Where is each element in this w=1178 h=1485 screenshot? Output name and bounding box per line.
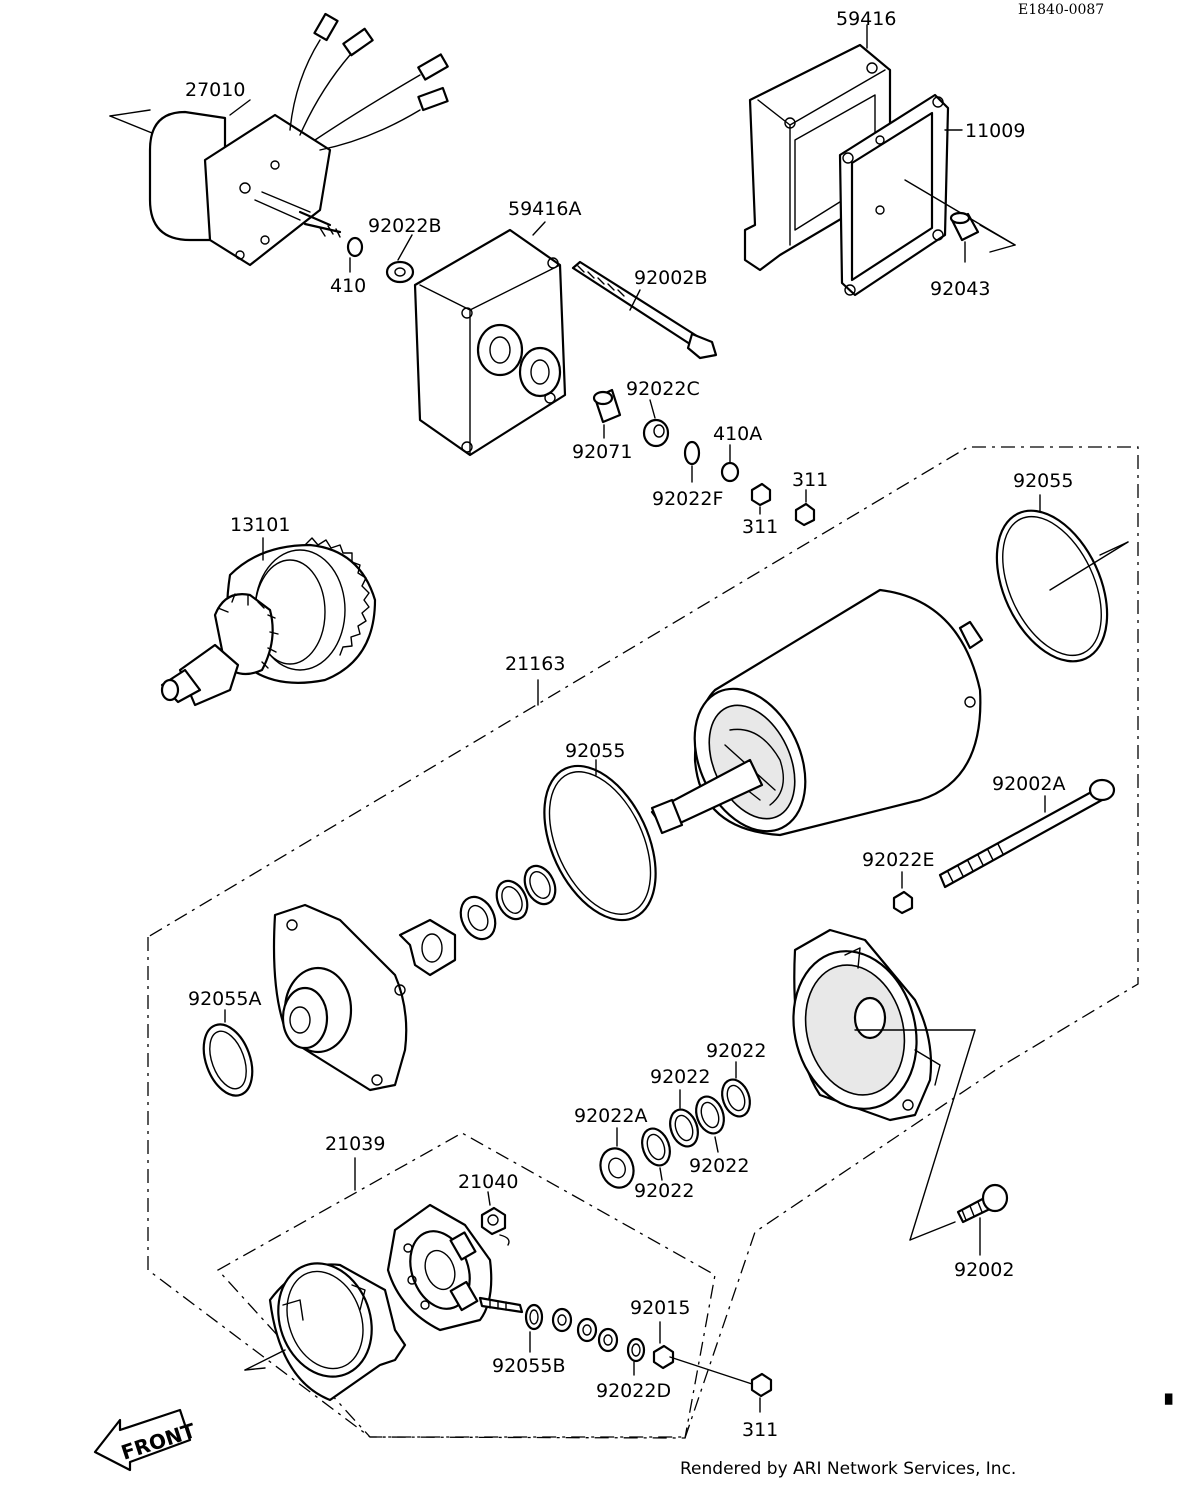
label-92002B: 92002B [634,267,707,289]
label-92022C: 92022C [626,378,700,400]
label-92022A: 92022A [574,1105,647,1127]
label-92022B: 92022B [368,215,441,237]
bolt-92002B-drawing [571,260,718,360]
end-cover-drawing [244,1262,407,1402]
label-59416A: 59416A [508,198,581,220]
label-92055B: 92055B [492,1355,565,1377]
label-92022-d: 92022 [634,1180,694,1202]
shim-b-drawing [495,879,529,921]
label-92022-c: 92022 [689,1155,749,1177]
washer-92022-d-drawing [641,1127,671,1167]
front-arrow: FRONT [93,1408,199,1472]
oring-92055A-drawing [202,1023,254,1097]
label-92022E: 92022E [862,849,934,871]
motor-yoke-21163-drawing [650,588,984,837]
relay-27010-drawing [109,12,449,267]
label-21163: 21163 [505,653,565,675]
clutch-13101-drawing [160,537,377,707]
label-92022D: 92022D [596,1380,671,1402]
label-13101: 13101 [230,514,290,536]
label-92002A: 92002A [992,773,1065,795]
label-92022F: 92022F [652,488,723,510]
washer-92055B-drawing [524,1303,544,1331]
rear-bracket-drawing [792,928,976,1241]
label-311-top-right: 311 [792,469,828,491]
label-21040: 21040 [458,1171,518,1193]
front-cover-drawing [272,903,408,1092]
nut-311-b-drawing [794,502,816,527]
label-311-top-left: 311 [742,516,778,538]
washer-92022A-drawing [599,1147,635,1189]
label-92055-top: 92055 [1013,470,1073,492]
lock-plate-drawing [398,918,457,977]
oring-92055-top-drawing [995,509,1109,663]
washer-92022D-drawing [626,1337,646,1363]
washer-g-drawing [597,1327,619,1353]
label-27010: 27010 [185,79,245,101]
label-92055A: 92055A [188,988,261,1010]
label-59416: 59416 [836,8,896,30]
grommet-92071-drawing [592,388,622,439]
washer-92022E-drawing [892,890,914,915]
bolt-92002-drawing [956,1183,1009,1256]
washer-410-drawing [346,236,364,258]
washer-92022F-drawing [683,440,701,466]
label-410: 410 [330,275,366,297]
shim-c-drawing [459,895,497,941]
diagram-code: E1840-0087 [1018,2,1104,18]
label-92002: 92002 [954,1259,1014,1281]
label-21039: 21039 [325,1133,385,1155]
label-92022-b: 92022 [650,1066,710,1088]
case-59416-drawing [743,24,892,272]
gasket-11009-drawing [838,93,1016,297]
nut-92015-drawing [652,1344,675,1370]
cover-59416A-drawing [413,221,567,457]
label-92015: 92015 [630,1297,690,1319]
bolt-92002A-drawing [938,778,1116,889]
washer-410A-drawing [720,461,740,483]
assembly-outline-21039 [216,1132,716,1439]
label-11009: 11009 [965,120,1025,142]
label-410A: 410A [713,423,762,445]
washer-e-drawing [551,1307,573,1333]
oring-92055-middle-drawing [543,764,657,922]
nut-311-a-drawing [750,482,772,507]
nut-311-bottom-drawing [750,1372,773,1398]
label-92071: 92071 [572,441,632,463]
label-311-bottom: 311 [742,1419,778,1441]
cap-92043-drawing [949,211,980,263]
credit-text: Rendered by ARI Network Services, Inc. [680,1459,1016,1479]
label-92043: 92043 [930,278,990,300]
shim-a-drawing [523,864,557,906]
label-92022-a: 92022 [706,1040,766,1062]
washer-f-drawing [576,1317,598,1343]
collar-92022C-drawing [642,399,670,448]
brush-plate-drawing [386,1203,524,1332]
washer-92022B-drawing [385,260,415,284]
nut-21040-drawing [480,1191,510,1246]
svg-text:▖: ▖ [1164,1383,1178,1405]
label-92055-middle: 92055 [565,740,625,762]
